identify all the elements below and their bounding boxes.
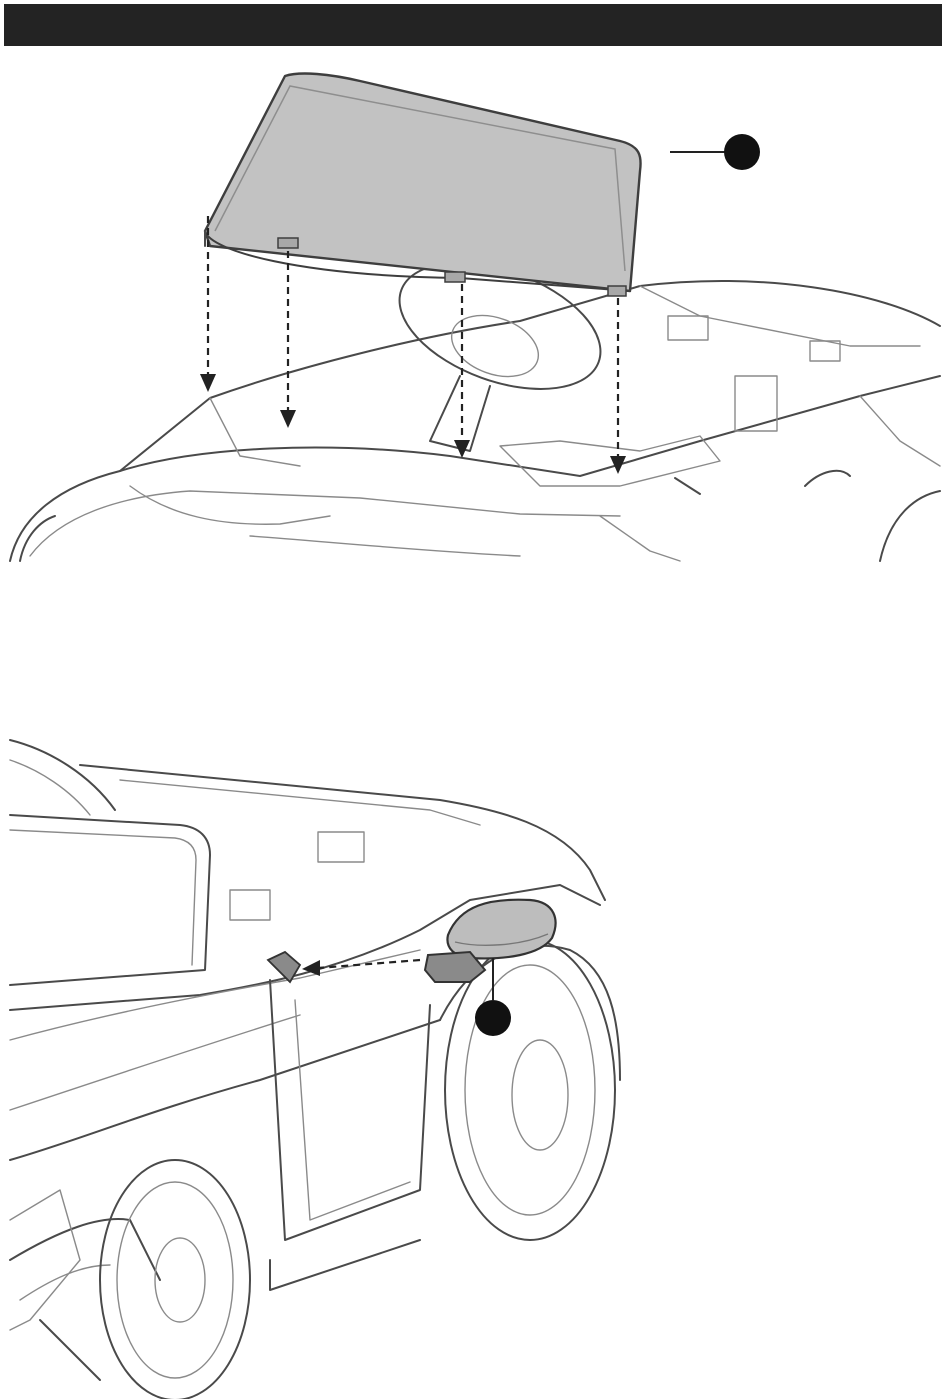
insert-arrow-3	[454, 284, 470, 458]
windshield-part	[205, 74, 641, 296]
car-body-outline-2	[10, 740, 620, 1399]
car-body-outline-1	[10, 238, 940, 561]
insert-arrow-2	[280, 251, 296, 428]
insert-arrow-mirror	[302, 960, 420, 976]
figure-windshield-install	[0, 46, 950, 566]
header-bar	[4, 4, 942, 46]
mirror-part	[425, 900, 556, 982]
callout-marker-windshield	[670, 134, 760, 170]
figure-mirror-install	[0, 720, 950, 1399]
